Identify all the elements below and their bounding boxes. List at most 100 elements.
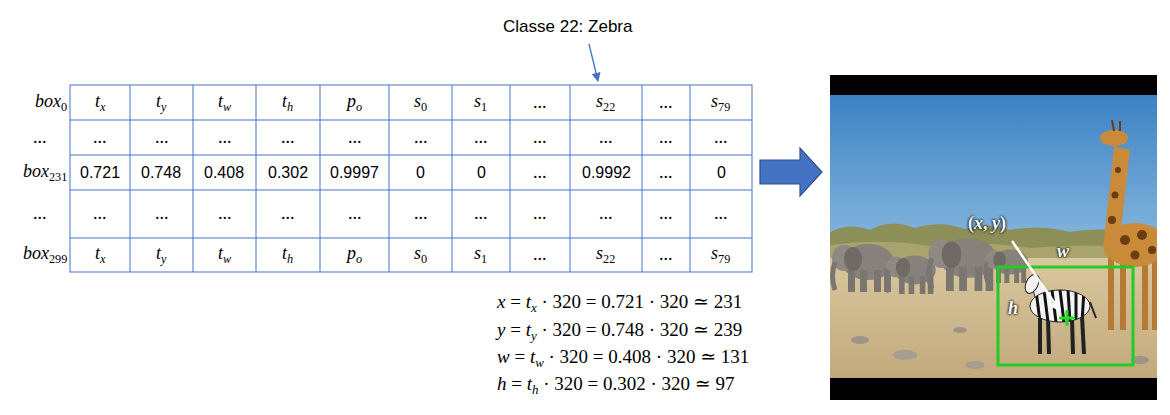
text-run: 0.408 bbox=[204, 164, 244, 181]
grid-table bbox=[70, 85, 752, 272]
text-run: ... bbox=[218, 127, 232, 147]
text-run: = bbox=[505, 319, 525, 340]
text-run: ... bbox=[474, 127, 488, 147]
text-run: h bbox=[1008, 298, 1018, 318]
text-run: 0.9992 bbox=[582, 164, 631, 181]
giraffe bbox=[1115, 167, 1121, 173]
text-run: ... bbox=[659, 92, 673, 112]
text-run: box bbox=[23, 161, 49, 181]
grid-table bbox=[130, 85, 131, 272]
table-cell: 0 bbox=[416, 163, 425, 182]
table-cell: s1 bbox=[474, 243, 487, 266]
text-run: s bbox=[474, 91, 481, 111]
text-run: y bbox=[161, 100, 166, 114]
text-run: ... bbox=[714, 203, 728, 223]
table-cell: ... bbox=[533, 162, 547, 184]
text-run: · 320 = 0.408 · 320 ≃ 131 bbox=[544, 346, 750, 367]
table-cell: ... bbox=[155, 203, 169, 225]
giraffe bbox=[1112, 192, 1119, 199]
savanna-photo bbox=[832, 244, 894, 292]
text-run: p bbox=[347, 243, 356, 263]
giraffe bbox=[1148, 246, 1156, 254]
table-cell: ... bbox=[348, 203, 362, 225]
table-cell: ... bbox=[714, 203, 728, 225]
table-cell: ty bbox=[156, 91, 166, 114]
text-run: x bbox=[497, 291, 505, 312]
table-cell: ... bbox=[281, 127, 295, 149]
giraffe bbox=[1112, 120, 1114, 131]
text-run: t bbox=[282, 243, 287, 263]
table-cell: ... bbox=[659, 244, 673, 266]
savanna-photo bbox=[830, 75, 1157, 400]
table-cell: ... bbox=[414, 203, 428, 225]
table-cell: 0.748 bbox=[141, 163, 181, 182]
table-cell: ... bbox=[659, 92, 673, 114]
text-run: t bbox=[95, 243, 100, 263]
savanna-photo bbox=[953, 327, 967, 333]
text-run: t bbox=[218, 243, 223, 263]
zebra bbox=[1022, 272, 1041, 295]
table-cell: 0.302 bbox=[268, 163, 308, 182]
zebra bbox=[1048, 318, 1049, 354]
text-run: ... bbox=[348, 127, 362, 147]
text-run: y bbox=[161, 252, 166, 266]
text-run: t bbox=[527, 373, 532, 394]
table-cell: ... bbox=[218, 127, 232, 149]
text-run: ... bbox=[93, 203, 107, 223]
text-run: 22 bbox=[603, 252, 615, 266]
text-run: 1 bbox=[481, 252, 487, 266]
text-run: ... bbox=[659, 162, 673, 182]
giraffe bbox=[1142, 258, 1148, 330]
zebra bbox=[1090, 302, 1096, 318]
table-cell: th bbox=[282, 91, 293, 114]
text-run: s bbox=[474, 243, 481, 263]
grid-table bbox=[570, 85, 571, 272]
text-run: t bbox=[530, 346, 535, 367]
table-cell: ... bbox=[714, 127, 728, 149]
text-run: 0.748 bbox=[141, 164, 181, 181]
text-run: ... bbox=[533, 203, 547, 223]
table-cell: tx bbox=[95, 91, 105, 114]
savanna-photo bbox=[830, 75, 1157, 400]
text-run: y bbox=[992, 213, 1000, 233]
text-run: t bbox=[282, 91, 287, 111]
text-run: · 320 = 0.721 · 320 ≃ 231 bbox=[537, 291, 743, 312]
table-cell: ... bbox=[281, 203, 295, 225]
text-run: s bbox=[414, 243, 421, 263]
zebra bbox=[1030, 290, 1090, 322]
grid-table bbox=[690, 85, 691, 272]
text-run: ... bbox=[474, 203, 488, 223]
giraffe bbox=[1137, 230, 1147, 240]
text-run: w bbox=[497, 346, 510, 367]
text-run: s bbox=[711, 243, 718, 263]
table-cell: s22 bbox=[596, 243, 615, 266]
text-run: box bbox=[35, 91, 61, 111]
grid-table bbox=[193, 85, 194, 272]
text-run: = bbox=[510, 346, 530, 367]
row-header: box231 bbox=[23, 161, 67, 184]
table-cell: ... bbox=[659, 162, 673, 184]
table-cell: ... bbox=[474, 203, 488, 225]
grid-table bbox=[70, 120, 752, 121]
grid-table bbox=[452, 85, 453, 272]
formula: x = tx · 320 = 0.721 · 320 ≃ 231 bbox=[497, 291, 742, 315]
giraffe bbox=[1131, 251, 1140, 260]
text-run: 79 bbox=[718, 252, 730, 266]
text-run: h bbox=[532, 382, 538, 397]
table-cell: s0 bbox=[414, 91, 427, 114]
text-run: ... bbox=[533, 92, 547, 112]
text-run: o bbox=[356, 252, 362, 266]
text-run: w bbox=[1057, 241, 1069, 261]
table-cell: 0.9992 bbox=[582, 163, 631, 182]
text-run: x bbox=[974, 213, 983, 233]
text-run: ... bbox=[414, 203, 428, 223]
text-run: · 320 = 0.748 · 320 ≃ 239 bbox=[537, 319, 743, 340]
table-cell: ... bbox=[599, 127, 613, 149]
text-run: ... bbox=[281, 127, 295, 147]
grid-table bbox=[70, 190, 752, 191]
text-run: ... bbox=[659, 203, 673, 223]
giraffe bbox=[1104, 146, 1130, 240]
text-run: s bbox=[596, 91, 603, 111]
